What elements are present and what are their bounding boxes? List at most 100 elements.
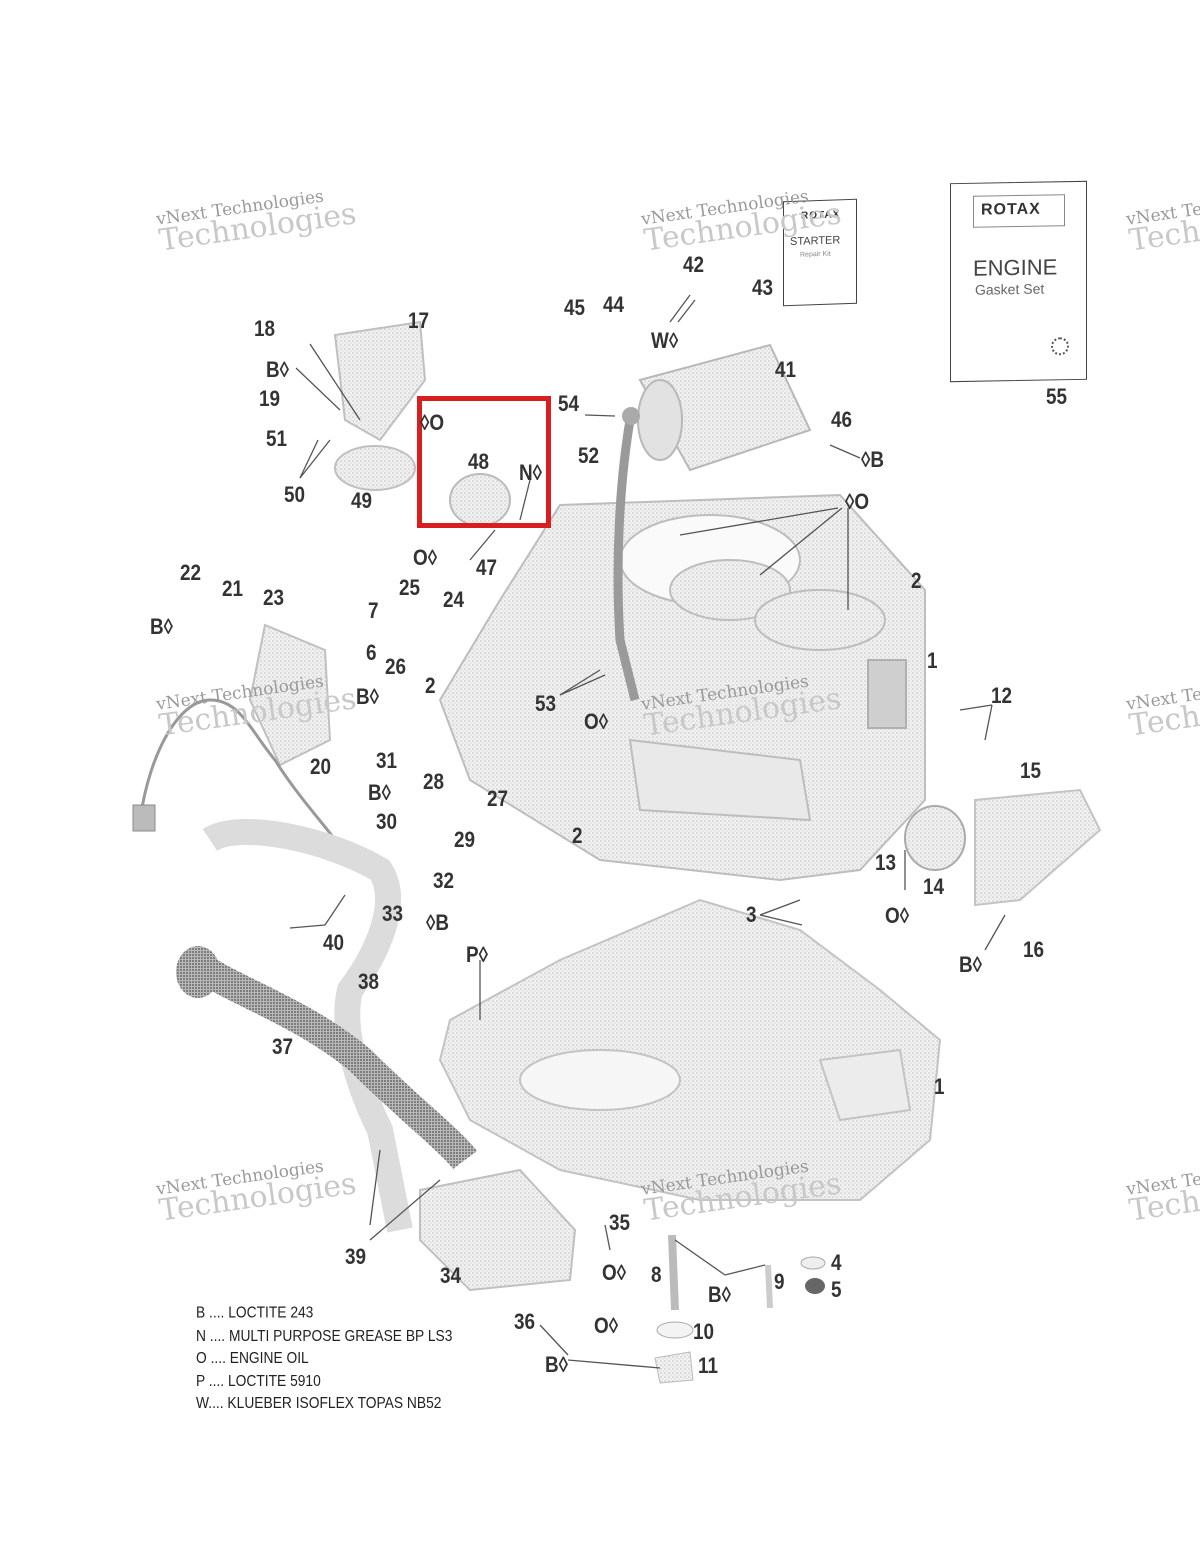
droplet-icon: ◊ — [899, 903, 910, 929]
callout-8[interactable]: 8 — [651, 1262, 662, 1288]
callout-48[interactable]: 48 — [468, 449, 490, 475]
lube-code: B — [545, 1352, 559, 1378]
callout-44[interactable]: 44 — [603, 292, 625, 318]
callout-25[interactable]: 25 — [399, 575, 421, 601]
engine-gasket-set: ROTAX ENGINE Gasket Set — [950, 180, 1087, 383]
callout-35[interactable]: 35 — [609, 1210, 631, 1236]
droplet-icon: ◊ — [668, 328, 679, 354]
callout-6[interactable]: 6 — [366, 640, 377, 666]
callout-47[interactable]: 47 — [476, 555, 498, 581]
callout-34[interactable]: 34 — [440, 1263, 462, 1289]
callout-55[interactable]: 55 — [1046, 384, 1068, 410]
callout-17[interactable]: 17 — [408, 308, 430, 334]
callout-53[interactable]: 53 — [535, 691, 557, 717]
callout-52[interactable]: 52 — [578, 443, 600, 469]
callout-29[interactable]: 29 — [454, 827, 476, 853]
cover-15-drawing — [974, 788, 1102, 907]
lube-code: O — [584, 709, 599, 735]
callout-33[interactable]: 33 — [382, 901, 404, 927]
callout-12[interactable]: 12 — [991, 683, 1013, 709]
callout-38[interactable]: 38 — [358, 969, 380, 995]
legend-entry-w: W.... KLUEBER ISOFLEX TOPAS NB52 — [196, 1394, 442, 1413]
lube-mark-b-16: B◊ — [959, 954, 982, 976]
callout-24[interactable]: 24 — [443, 587, 465, 613]
callout-9[interactable]: 9 — [774, 1269, 785, 1295]
callout-13[interactable]: 13 — [875, 850, 897, 876]
callout-20[interactable]: 20 — [310, 754, 332, 780]
callout-45[interactable]: 45 — [564, 295, 586, 321]
oil-cooler-34-drawing — [419, 1168, 577, 1292]
droplet-icon: ◊ — [427, 545, 438, 571]
droplet-icon: ◊ — [608, 1313, 619, 1339]
callout-27[interactable]: 27 — [487, 786, 509, 812]
callout-31[interactable]: 31 — [376, 748, 398, 774]
callout-5[interactable]: 5 — [831, 1277, 842, 1303]
callout-15[interactable]: 15 — [1020, 758, 1042, 784]
gasket-kit-title: ENGINE — [973, 254, 1058, 281]
callout-54[interactable]: 54 — [558, 391, 580, 417]
callout-43[interactable]: 43 — [752, 275, 774, 301]
callout-30[interactable]: 30 — [376, 809, 398, 835]
callout-1-b[interactable]: 1 — [934, 1074, 945, 1100]
callout-2-a[interactable]: 2 — [425, 673, 436, 699]
droplet-icon: ◊ — [616, 1260, 627, 1286]
callout-39[interactable]: 39 — [345, 1244, 367, 1270]
droplet-icon: ◊ — [598, 709, 609, 735]
legend-entry-n: N .... MULTI PURPOSE GREASE BP LS3 — [196, 1326, 453, 1345]
lube-mark-o-1: ◊O — [845, 491, 869, 513]
droplet-icon: ◊ — [381, 780, 392, 806]
callout-4[interactable]: 4 — [831, 1250, 842, 1276]
callout-2-c[interactable]: 2 — [572, 823, 583, 849]
lower-crankcase-drawing — [438, 898, 942, 1201]
callout-42[interactable]: 42 — [683, 252, 705, 278]
callout-3[interactable]: 3 — [746, 902, 757, 928]
callout-41[interactable]: 41 — [775, 357, 797, 383]
callout-28[interactable]: 28 — [423, 769, 445, 795]
dipstick-cap-drawing — [622, 407, 640, 425]
lube-code: B — [150, 614, 164, 640]
part-10-drawing — [656, 1321, 694, 1339]
callout-11[interactable]: 11 — [698, 1353, 718, 1379]
droplet-icon: ◊ — [721, 1282, 732, 1308]
lube-code: B — [435, 910, 450, 936]
callout-49[interactable]: 49 — [351, 488, 373, 514]
callout-19[interactable]: 19 — [259, 386, 281, 412]
callout-2-b[interactable]: 2 — [911, 568, 922, 594]
callout-36[interactable]: 36 — [514, 1309, 536, 1335]
droplet-icon: ◊ — [420, 410, 430, 436]
callout-23[interactable]: 23 — [263, 585, 285, 611]
lube-mark-o-13: O◊ — [885, 905, 909, 927]
legend-entry-p: P .... LOCTITE 5910 — [196, 1371, 321, 1390]
part-4-drawing — [800, 1256, 826, 1270]
callout-14[interactable]: 14 — [923, 874, 945, 900]
callout-10[interactable]: 10 — [693, 1319, 715, 1345]
lube-code: O — [854, 489, 870, 515]
callout-1-a[interactable]: 1 — [927, 648, 938, 674]
lube-mark-o-53: O◊ — [584, 711, 608, 733]
callout-40[interactable]: 40 — [323, 930, 345, 956]
hose-37-end-drawing — [176, 946, 220, 998]
lube-code: B — [959, 952, 973, 978]
lube-code: B — [870, 447, 885, 473]
part-11-drawing — [654, 1351, 694, 1384]
gasket-kit-logo-icon — [1051, 337, 1069, 356]
callout-21[interactable]: 21 — [222, 576, 244, 602]
callout-26[interactable]: 26 — [385, 654, 407, 680]
starter-kit-subtitle: Repair Kit — [800, 250, 831, 259]
callout-37[interactable]: 37 — [272, 1034, 294, 1060]
callout-18[interactable]: 18 — [254, 316, 276, 342]
lube-mark-b-11: B◊ — [545, 1354, 568, 1376]
callout-46[interactable]: 46 — [831, 407, 853, 433]
oil-filter-14-drawing — [904, 805, 966, 871]
callout-51[interactable]: 51 — [266, 426, 288, 452]
callout-16[interactable]: 16 — [1023, 937, 1045, 963]
callout-7[interactable]: 7 — [368, 598, 379, 624]
lube-mark-b-46: ◊B — [861, 449, 884, 471]
lubricant-legend: B .... LOCTITE 243 N .... MULTI PURPOSE … — [196, 1302, 452, 1415]
callout-32[interactable]: 32 — [433, 868, 455, 894]
lube-mark-b-33: ◊B — [426, 912, 449, 934]
callout-22[interactable]: 22 — [180, 560, 202, 586]
callout-50[interactable]: 50 — [284, 482, 306, 508]
droplet-icon: ◊ — [163, 614, 174, 640]
